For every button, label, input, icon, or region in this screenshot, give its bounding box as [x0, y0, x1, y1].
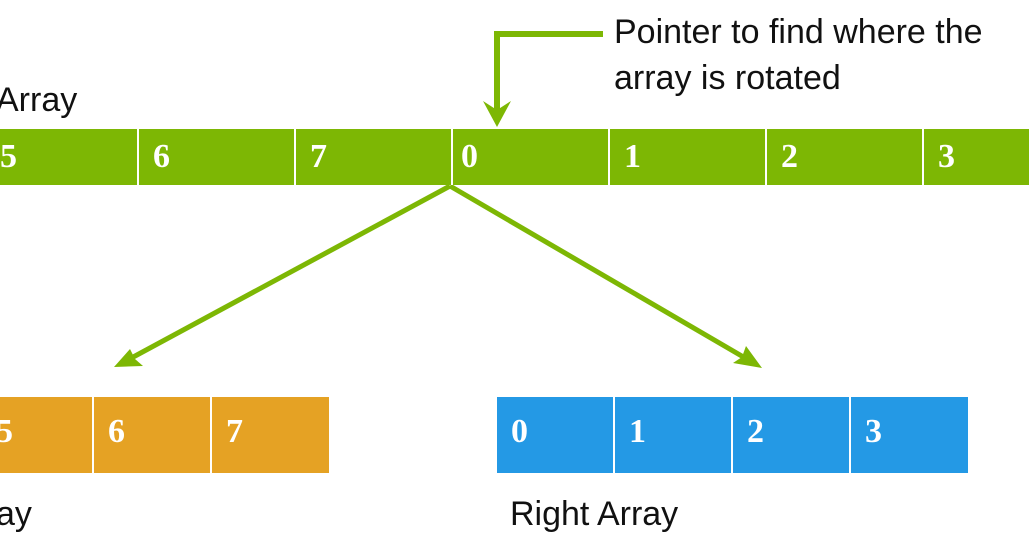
- pointer-arrow-line: [494, 31, 603, 118]
- split-arrow-left-head: [114, 349, 143, 367]
- main-array-label: Array: [0, 81, 78, 119]
- split-arrow-right-line: [448, 183, 754, 365]
- left-array-cell: 7: [212, 397, 329, 473]
- left-array-cell: 6: [94, 397, 212, 473]
- pointer-arrow-head: [483, 101, 511, 127]
- left-array-label: ay: [0, 495, 32, 533]
- main-array-cell: 3: [924, 129, 1029, 185]
- main-array-cell: 0: [453, 129, 610, 185]
- right-array-cell: 2: [733, 397, 851, 473]
- split-arrow-right-head: [733, 346, 762, 368]
- right-array-cell: 3: [851, 397, 968, 473]
- main-array-cell: 6: [139, 129, 296, 185]
- right-array-cell: 1: [615, 397, 733, 473]
- main-array-cell: 7: [296, 129, 453, 185]
- split-arrow-left-line: [122, 183, 452, 365]
- main-array-cell: 2: [767, 129, 924, 185]
- main-array-cell: 5: [0, 129, 139, 185]
- right-array-label: Right Array: [510, 495, 679, 533]
- pointer-label-line2: array is rotated: [614, 59, 841, 97]
- left-array-cell: 5: [0, 397, 94, 473]
- main-array-cell: 1: [610, 129, 767, 185]
- right-array-cell: 0: [497, 397, 615, 473]
- pointer-label-line1: Pointer to find where the: [614, 13, 983, 51]
